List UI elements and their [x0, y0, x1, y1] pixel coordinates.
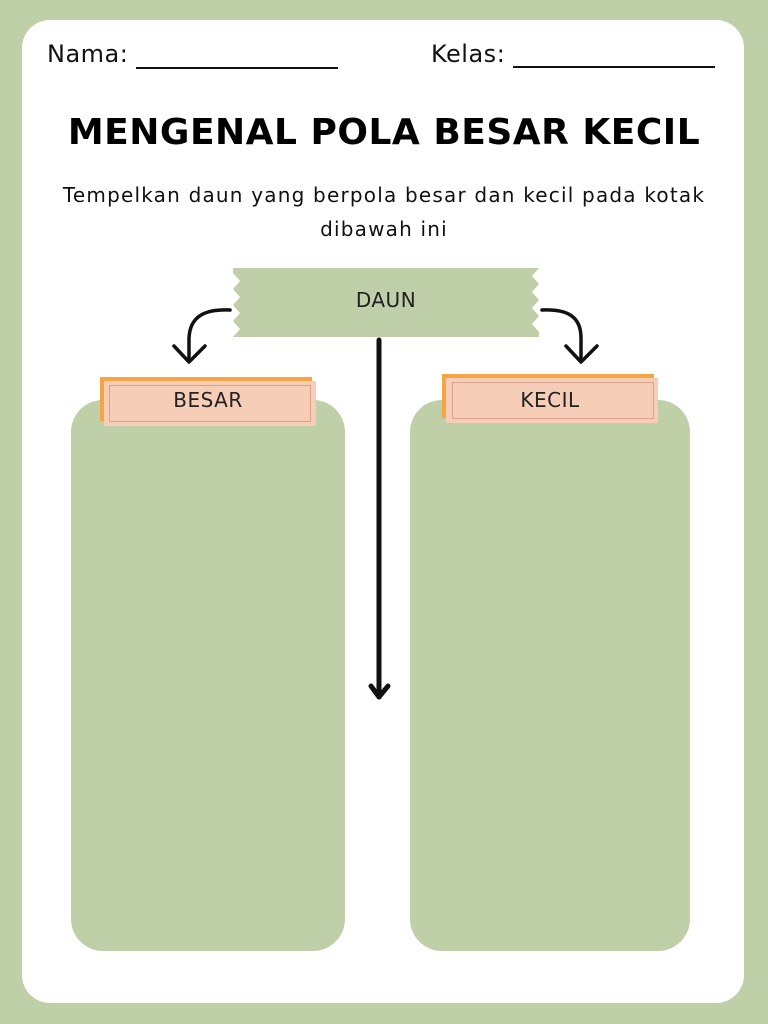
- label-border-besar: [109, 385, 311, 422]
- page-title: MENGENAL POLA BESAR KECIL: [67, 112, 701, 153]
- arrow-down-icon: [368, 337, 391, 700]
- label-border-kecil: [452, 382, 654, 419]
- sticking-area-besar[interactable]: [71, 400, 345, 951]
- name-label: Nama:: [47, 40, 129, 68]
- class-label: Kelas:: [431, 40, 506, 68]
- curved-arrow-down-left-icon: [172, 308, 232, 364]
- sticking-area-kecil[interactable]: [410, 400, 690, 951]
- center-tape-label: DAUN: [355, 288, 417, 312]
- class-field-line[interactable]: [513, 66, 715, 68]
- label-tag-kecil: [446, 378, 658, 423]
- center-tape: [233, 268, 539, 337]
- label-tag-besar: [104, 381, 316, 426]
- instruction-text: Tempelkan daun yang berpola besar dan ke…: [62, 183, 706, 241]
- curved-arrow-down-right-icon: [540, 308, 599, 364]
- category-label-kecil: KECIL: [520, 388, 580, 412]
- name-field-line[interactable]: [136, 67, 338, 69]
- category-label-besar: BESAR: [173, 388, 243, 412]
